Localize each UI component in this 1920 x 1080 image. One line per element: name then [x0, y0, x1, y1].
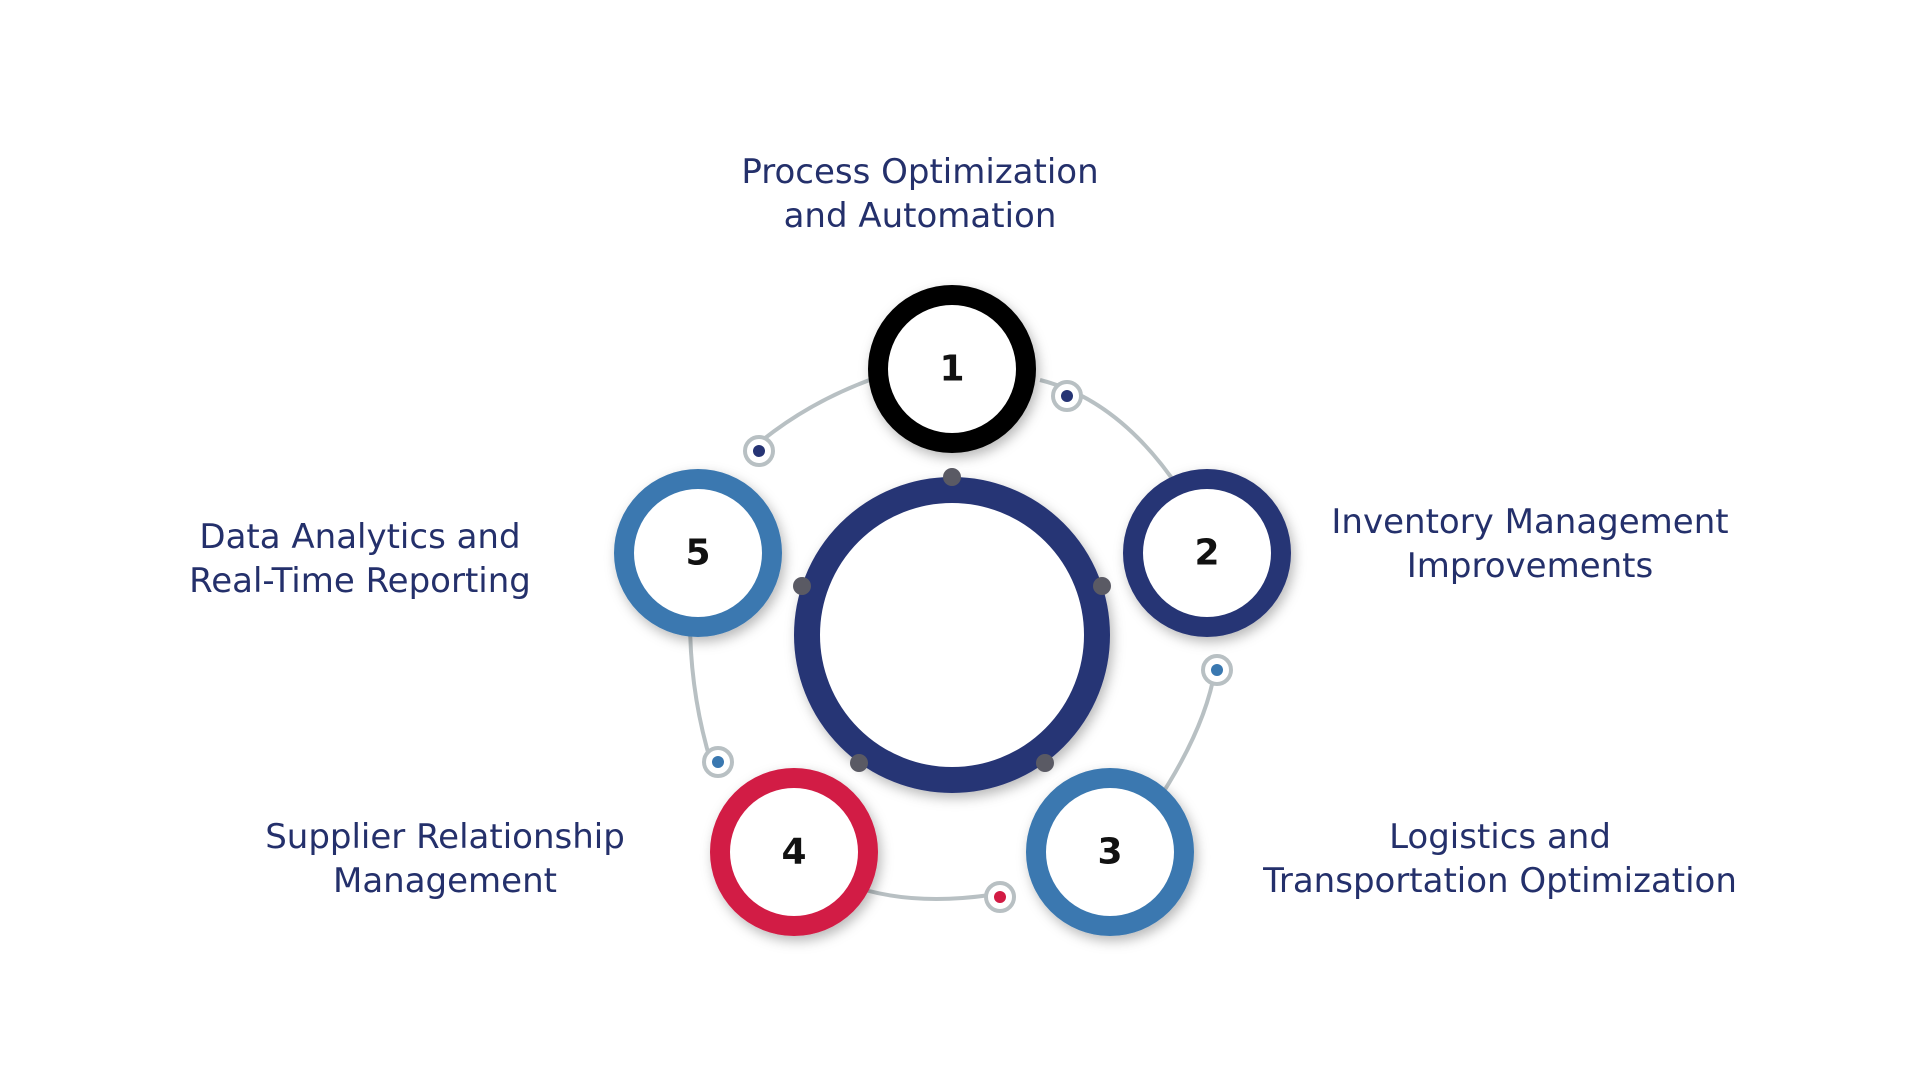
node-1-number: 1 — [939, 349, 964, 390]
node-5-label-line-1: Data Analytics and — [199, 517, 521, 557]
node-4-label: Supplier Relationship Management — [220, 815, 670, 903]
node-1: 1 — [868, 285, 1036, 453]
central-hub — [793, 468, 1111, 793]
hub-dot — [1036, 754, 1054, 772]
node-3-number: 3 — [1097, 832, 1122, 873]
hub-dot — [850, 754, 868, 772]
node-4-label-line-2: Management — [333, 861, 557, 901]
node-5: 5 — [614, 469, 782, 637]
node-4-number: 4 — [781, 832, 806, 873]
node-3-label-line-1: Logistics and — [1389, 817, 1611, 857]
node-1-label-line-2: and Automation — [783, 196, 1057, 236]
node-2: 2 — [1123, 469, 1291, 637]
hub-dot — [793, 577, 811, 595]
connector-marker-4-5 — [702, 746, 734, 778]
node-1-label-line-1: Process Optimization — [741, 152, 1099, 192]
node-3-label-line-2: Transportation Optimization — [1263, 861, 1737, 901]
connector-marker-3-4 — [984, 881, 1016, 913]
node-2-label: Inventory Management Improvements — [1300, 500, 1760, 588]
node-5-number: 5 — [685, 533, 710, 574]
node-2-label-line-2: Improvements — [1406, 546, 1654, 586]
node-4-label-line-1: Supplier Relationship — [265, 817, 625, 857]
node-3: 3 — [1026, 768, 1194, 936]
connector-marker-5-1 — [743, 435, 775, 467]
connector-marker-1-2 — [1051, 380, 1083, 412]
connector-markers — [702, 380, 1233, 913]
hub-dot — [1093, 577, 1111, 595]
node-5-label: Data Analytics and Real-Time Reporting — [150, 515, 570, 603]
node-3-label: Logistics and Transportation Optimizatio… — [1230, 815, 1770, 903]
node-5-label-line-2: Real-Time Reporting — [189, 561, 531, 601]
connector-arc-3-4 — [864, 888, 991, 901]
node-1-label: Process Optimization and Automation — [700, 150, 1140, 238]
connector-marker-2-3 — [1201, 654, 1233, 686]
node-2-label-line-1: Inventory Management — [1331, 502, 1729, 542]
hub-dot — [943, 468, 961, 486]
node-2-number: 2 — [1194, 533, 1219, 574]
node-4: 4 — [710, 768, 878, 936]
connector-arc-2-3 — [1153, 669, 1217, 807]
